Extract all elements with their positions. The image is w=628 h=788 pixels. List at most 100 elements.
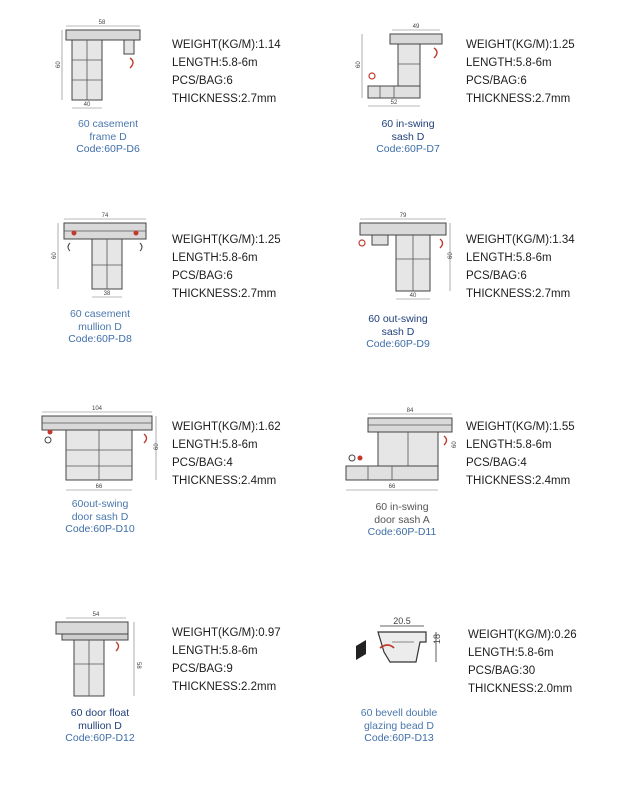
weight-spec: WEIGHT(KG/M):1.62	[172, 421, 281, 433]
weight-spec: WEIGHT(KG/M):1.34	[466, 234, 575, 246]
product-name-line: 60 in-swing	[381, 118, 435, 130]
weight-spec: WEIGHT(KG/M):1.55	[466, 421, 575, 433]
dimension-label: 20.5	[393, 616, 411, 626]
weight-spec: WEIGHT(KG/M):0.26	[468, 629, 577, 641]
thickness-spec: THICKNESS:2.2mm	[172, 681, 277, 693]
product-caption: 60out-swing door sash D Code:60P-D10	[40, 498, 160, 536]
spec-list: WEIGHT(KG/M):0.26 LENGTH:5.8-6m PCS/BAG:…	[468, 626, 577, 698]
dimension-label: 66	[389, 484, 396, 490]
profile-drawing: 84 66 60	[338, 408, 458, 498]
product-code: Code:60P-D10	[65, 523, 135, 535]
product-code: Code:60P-D9	[366, 338, 430, 350]
profile-drawing: 54 58	[40, 612, 141, 704]
dimension-label: 60	[52, 252, 58, 259]
product-card: 49 60 52 WEIGHT(KG/M):1.25 LENGTH:5.8-6m…	[314, 0, 628, 190]
product-name-line: 60 in-swing	[375, 501, 429, 513]
length-spec: LENGTH:5.8-6m	[466, 252, 552, 264]
product-name-line: sash D	[391, 130, 425, 143]
length-spec: LENGTH:5.8-6m	[468, 647, 554, 659]
dimension-label: 79	[400, 213, 407, 219]
product-code: Code:60P-D13	[364, 732, 434, 744]
spec-list: WEIGHT(KG/M):1.25 LENGTH:5.8-6m PCS/BAG:…	[172, 231, 281, 303]
product-card: 20.5 18 WEIGHT(KG/M):0.26 LENGTH:5.8-6m …	[314, 598, 628, 788]
product-caption: 60 in-swing sash D Code:60P-D7	[348, 118, 468, 156]
dimension-label: 60	[448, 252, 454, 259]
product-caption: 60 out-swing sash D Code:60P-D9	[338, 313, 458, 351]
profile-drawing: 20.5 18	[352, 616, 452, 702]
profile-drawing: 74 60 38	[52, 213, 154, 305]
spec-list: WEIGHT(KG/M):1.55 LENGTH:5.8-6m PCS/BAG:…	[466, 418, 575, 490]
product-name-line: 60 bevell double	[360, 707, 438, 719]
product-name-line: mullion D	[78, 320, 122, 333]
pcs-spec: PCS/BAG:6	[466, 75, 527, 87]
dimension-label: 60	[356, 61, 362, 68]
length-spec: LENGTH:5.8-6m	[172, 645, 258, 657]
length-spec: LENGTH:5.8-6m	[172, 439, 258, 451]
product-name-line: door sash A	[374, 513, 430, 526]
dimension-label: 84	[407, 408, 414, 414]
product-card: 104 60 66 WEIGHT(KG/M):1.62 LENGTH:5.8-6…	[0, 398, 314, 588]
profile-drawing: 58 60 40	[56, 20, 148, 112]
product-card: 74 60 38 WEIGHT(KG/M):1.25 LENGTH:5.8-6m…	[0, 195, 314, 385]
dimension-label: 40	[410, 293, 417, 299]
thickness-spec: THICKNESS:2.7mm	[466, 93, 571, 105]
dimension-label: 58	[99, 20, 106, 26]
weight-spec: WEIGHT(KG/M):1.14	[172, 39, 281, 51]
pcs-spec: PCS/BAG:6	[466, 270, 527, 282]
profile-drawing: 79 60 40	[352, 213, 454, 305]
dimension-label: 40	[84, 102, 91, 108]
dimension-label: 74	[102, 213, 109, 219]
dimension-label: 38	[104, 291, 111, 297]
pcs-spec: PCS/BAG:4	[466, 457, 527, 469]
pcs-spec: PCS/BAG:4	[172, 457, 233, 469]
product-name-line: 60 out-swing	[368, 313, 428, 325]
product-caption: 60 casement frame D Code:60P-D6	[48, 118, 168, 156]
pcs-spec: PCS/BAG:9	[172, 663, 233, 675]
thickness-spec: THICKNESS:2.0mm	[468, 683, 573, 695]
dimension-label: 58	[135, 662, 141, 669]
weight-spec: WEIGHT(KG/M):0.97	[172, 627, 281, 639]
product-code: Code:60P-D6	[76, 143, 140, 155]
profile-drawing: 104 60 66	[34, 406, 160, 498]
product-name-line: frame D	[89, 130, 127, 143]
weight-spec: WEIGHT(KG/M):1.25	[466, 39, 575, 51]
dimension-label: 60	[452, 441, 458, 448]
product-name-line: door sash D	[71, 510, 129, 523]
length-spec: LENGTH:5.8-6m	[466, 439, 552, 451]
dimension-label: 60	[56, 61, 62, 68]
product-caption: 60 casement mullion D Code:60P-D8	[40, 308, 160, 346]
product-name-line: glazing bead D	[363, 719, 435, 732]
product-name-line: 60out-swing	[71, 498, 129, 510]
product-name-line: 60 casement	[69, 308, 131, 320]
thickness-spec: THICKNESS:2.4mm	[172, 475, 277, 487]
dimension-label: 60	[154, 443, 160, 450]
product-card: 54 58 WEIGHT(KG/M):0.97 LENGTH:5.8-6m PC…	[0, 598, 314, 788]
product-card: 79 60 40 WEIGHT(KG/M):1.34 LENGTH:5.8-6m…	[314, 195, 628, 385]
product-name-line: 60 casement	[77, 118, 139, 130]
thickness-spec: THICKNESS:2.7mm	[172, 93, 277, 105]
profile-drawing: 49 60 52	[356, 24, 454, 114]
product-card: 84 66 60 WEIGHT(KG/M):1.55 LENGTH:5.8-6m…	[314, 398, 628, 588]
product-caption: 60 door float mullion D Code:60P-D12	[40, 707, 160, 745]
pcs-spec: PCS/BAG:6	[172, 75, 233, 87]
product-code: Code:60P-D7	[376, 143, 440, 155]
product-name-line: 60 door float	[70, 707, 130, 719]
pcs-spec: PCS/BAG:6	[172, 270, 233, 282]
dimension-label: 54	[93, 612, 100, 618]
thickness-spec: THICKNESS:2.4mm	[466, 475, 571, 487]
product-caption: 60 in-swing door sash A Code:60P-D11	[342, 501, 462, 539]
product-code: Code:60P-D11	[367, 526, 437, 538]
length-spec: LENGTH:5.8-6m	[172, 252, 258, 264]
product-caption: 60 bevell double glazing bead D Code:60P…	[334, 707, 464, 745]
weight-spec: WEIGHT(KG/M):1.25	[172, 234, 281, 246]
dimension-label: 49	[413, 24, 420, 30]
dimension-label: 66	[96, 484, 103, 490]
spec-list: WEIGHT(KG/M):1.34 LENGTH:5.8-6m PCS/BAG:…	[466, 231, 575, 303]
product-card: 58 60 40 WEIGHT(KG/M):1.14 LENGTH:5.8-6m…	[0, 0, 314, 190]
spec-list: WEIGHT(KG/M):1.14 LENGTH:5.8-6m PCS/BAG:…	[172, 36, 281, 108]
length-spec: LENGTH:5.8-6m	[466, 57, 552, 69]
length-spec: LENGTH:5.8-6m	[172, 57, 258, 69]
spec-list: WEIGHT(KG/M):0.97 LENGTH:5.8-6m PCS/BAG:…	[172, 624, 281, 696]
dimension-label: 104	[92, 406, 103, 412]
dimension-label: 18	[432, 634, 442, 644]
